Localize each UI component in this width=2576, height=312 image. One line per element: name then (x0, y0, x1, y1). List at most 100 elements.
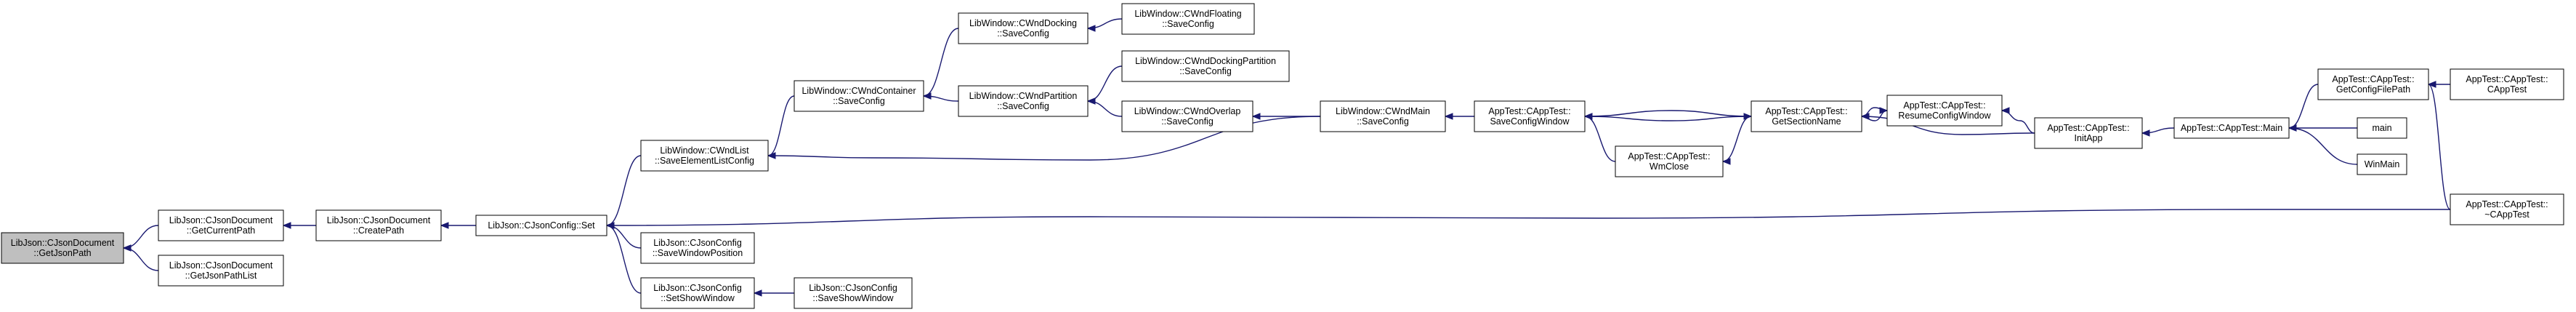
node-label: ::SaveConfig (997, 101, 1049, 111)
node-getjsonpathlist[interactable]: LibJson::CJsonDocument::GetJsonPathList (158, 255, 284, 287)
node-label: ::SaveConfig (1179, 66, 1232, 76)
node-apptest-main[interactable]: AppTest::CAppTest::Main (2173, 117, 2290, 139)
node-box (958, 85, 1089, 117)
node-getsectionname[interactable]: AppTest::CAppTest::GetSectionName (1751, 100, 1862, 132)
node-getcurrentpath[interactable]: LibJson::CJsonDocument::GetCurrentPath (158, 209, 284, 241)
arrowhead-createpath-to-getcurrentpath (282, 222, 291, 229)
arrowhead-apptest-main-to-initapp (2141, 129, 2150, 137)
node-label: AppTest::CAppTest:: (1628, 151, 1710, 161)
node-label: AppTest::CAppTest:: (2466, 74, 2548, 84)
node-getjsonpath[interactable]: LibJson::CJsonDocument::GetJsonPath (1, 232, 124, 264)
node-label: ~CAppTest (2484, 209, 2529, 220)
node-label: LibWindow::CWndContainer (802, 86, 916, 96)
node-wmclose[interactable]: AppTest::CAppTest::WmClose (1615, 145, 1724, 177)
node-label: CAppTest (2487, 84, 2527, 95)
node-box (1121, 3, 1255, 35)
node-overlap-saveconfig[interactable]: LibWindow::CWndOverlap::SaveConfig (1121, 100, 1253, 132)
node-label: AppTest::CAppTest:: (1765, 106, 1847, 116)
node-label: LibJson::CJsonDocument (327, 215, 431, 225)
edge-savelementlistconfig-to-jsonconfig-set (606, 155, 642, 226)
node-label: LibJson::CJsonConfig (653, 238, 742, 248)
node-box (158, 255, 284, 287)
node-box (2357, 117, 2407, 139)
node-partition-saveconfig[interactable]: LibWindow::CWndPartition::SaveConfig (958, 85, 1089, 117)
node-box (1751, 100, 1862, 132)
arrowhead-floating-saveconfig-to-docking-saveconfig (1086, 25, 1096, 32)
node-savewindowposition[interactable]: LibJson::CJsonConfig::SaveWindowPosition (640, 232, 755, 264)
node-label: ::SaveConfig (833, 96, 885, 106)
node-label: ::GetCurrentPath (187, 225, 256, 236)
edge-saveconfigwindow-to-getsectionname (1584, 116, 1752, 121)
node-main[interactable]: main (2357, 117, 2407, 139)
node-label: WmClose (1650, 161, 1689, 172)
node-getconfigfilepath[interactable]: AppTest::CAppTest::GetConfigFilePath (2317, 68, 2429, 100)
node-label: ::SaveWindowPosition (653, 248, 743, 258)
node-initapp[interactable]: AppTest::CAppTest::InitApp (2034, 117, 2143, 149)
node-saveconfigwindow[interactable]: AppTest::CAppTest::SaveConfigWindow (1474, 100, 1586, 132)
node-label: LibWindow::CWndDocking (969, 18, 1077, 28)
node-label: LibJson::CJsonConfig (653, 283, 742, 293)
node-label: ResumeConfigWindow (1898, 111, 1991, 121)
node-box (475, 215, 607, 236)
node-label: GetSectionName (1772, 116, 1841, 127)
node-setshowwindow[interactable]: LibJson::CJsonConfig::SetShowWindow (640, 277, 755, 309)
node-docking-saveconfig[interactable]: LibWindow::CWndDocking::SaveConfig (958, 12, 1089, 44)
edge-layer (122, 18, 2451, 297)
node-label: LibJson::CJsonDocument (169, 215, 273, 225)
node-winmain[interactable]: WinMain (2357, 153, 2407, 175)
node-label: ::SetShowWindow (661, 293, 735, 303)
node-label: LibJson::CJsonDocument (169, 260, 273, 271)
node-label: ::SaveConfig (1357, 116, 1409, 127)
node-savelementlistconfig[interactable]: LibWindow::CWndList::SaveElementListConf… (640, 140, 769, 172)
node-label: ::SaveConfig (997, 28, 1049, 39)
arrowhead-jsonconfig-set-to-createpath (440, 222, 449, 229)
edge-main-saveconfig-to-savelementlistconfig (767, 116, 1321, 161)
node-label: ::SaveShowWindow (812, 293, 894, 303)
node-box (1121, 100, 1253, 132)
node-jsonconfig-set[interactable]: LibJson::CJsonConfig::Set (475, 215, 607, 236)
node-box (1615, 145, 1724, 177)
node-label: InitApp (2075, 133, 2103, 143)
node-label: ::SaveConfig (1162, 19, 1214, 29)
edge-dockingpartition-saveconfig-to-partition-saveconfig (1087, 65, 1123, 102)
node-label: GetConfigFilePath (2336, 84, 2410, 95)
node-floating-saveconfig[interactable]: LibWindow::CWndFloating::SaveConfig (1121, 3, 1255, 35)
node-box (158, 209, 284, 241)
node-layer: LibJson::CJsonDocument::GetJsonPathLibJs… (1, 3, 2564, 309)
arrowhead-initapp-to-resumeconfigwindow (2000, 107, 2010, 114)
arrowhead-saveshowwindow-to-setshowwindow (753, 289, 762, 297)
node-label: AppTest::CAppTest:: (1488, 106, 1570, 116)
node-resumeconfigwindow[interactable]: AppTest::CAppTest::ResumeConfigWindow (1886, 95, 2003, 127)
node-box (794, 80, 924, 112)
node-box (1, 232, 124, 264)
node-box (640, 277, 755, 309)
node-label: LibWindow::CWndDockingPartition (1135, 56, 1276, 66)
node-label: AppTest::CAppTest:: (2332, 74, 2414, 84)
edge-setshowwindow-to-jsonconfig-set (606, 225, 642, 294)
node-label: LibJson::CJsonConfig::Set (488, 220, 595, 231)
edge-getsectionname-to-saveconfigwindow (1584, 110, 1752, 117)
arrowhead-partition-saveconfig-to-container-saveconfig (922, 92, 932, 100)
node-label: main (2372, 123, 2391, 133)
node-createpath[interactable]: LibJson::CJsonDocument::CreatePath (315, 209, 442, 241)
node-ctor[interactable]: AppTest::CAppTest::CAppTest (2450, 68, 2564, 100)
node-label: AppTest::CAppTest:: (2466, 199, 2548, 209)
arrowhead-saveconfigwindow-to-main-saveconfig (1444, 113, 1453, 120)
edge-getconfigfilepath-to-apptest-main (2288, 84, 2319, 129)
node-label: SaveConfigWindow (1490, 116, 1570, 127)
arrowhead-dtor-to-jsonconfig-set (605, 222, 615, 229)
node-container-saveconfig[interactable]: LibWindow::CWndContainer::SaveConfig (794, 80, 924, 112)
node-label: WinMain (2365, 159, 2400, 169)
node-main-saveconfig[interactable]: LibWindow::CWndMain::SaveConfig (1320, 100, 1446, 132)
edge-dtor-to-jsonconfig-set (606, 209, 2450, 226)
node-label: AppTest::CAppTest:: (2047, 123, 2129, 133)
node-dtor[interactable]: AppTest::CAppTest::~CAppTest (2450, 193, 2564, 225)
node-dockingpartition-saveconfig[interactable]: LibWindow::CWndDockingPartition::SaveCon… (1121, 50, 1290, 82)
edge-docking-saveconfig-to-container-saveconfig (923, 28, 959, 97)
node-label: LibWindow::CWndPartition (969, 91, 1078, 101)
node-box (2317, 68, 2429, 100)
edge-container-saveconfig-to-savelementlistconfig (767, 95, 795, 156)
node-label: LibJson::CJsonConfig (809, 283, 897, 293)
node-saveshowwindow[interactable]: LibJson::CJsonConfig::SaveShowWindow (794, 277, 913, 309)
